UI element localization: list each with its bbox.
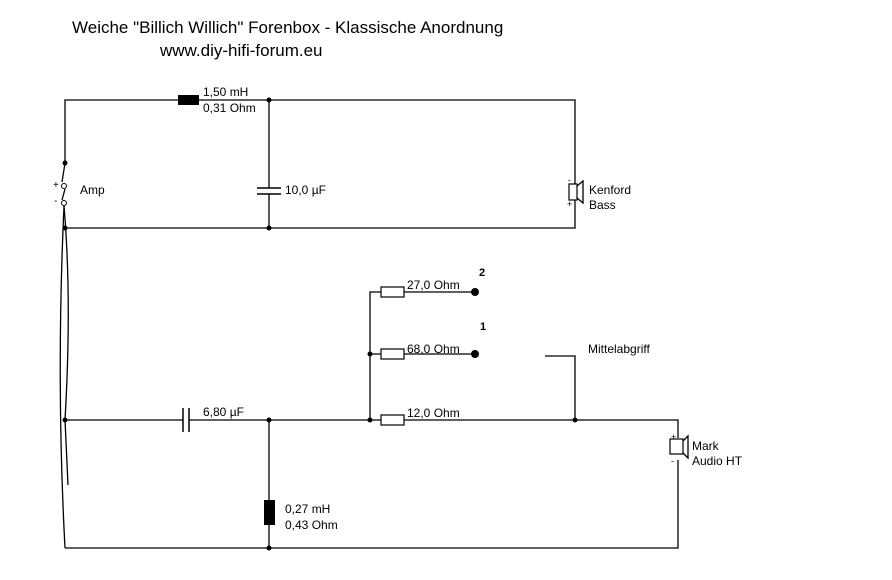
tap-2-label: 2 bbox=[479, 267, 485, 279]
resistor-68-ohm bbox=[380, 348, 405, 360]
resistor-27-ohm bbox=[380, 286, 405, 298]
diagram-subtitle: www.diy-hifi-forum.eu bbox=[159, 41, 323, 60]
bass-capacitor bbox=[257, 187, 281, 195]
bass-speaker-label-2: Bass bbox=[589, 198, 616, 212]
node bbox=[266, 417, 272, 423]
tweeter-speaker-plus: + bbox=[671, 432, 676, 442]
tweeter-speaker-label-1: Mark bbox=[692, 439, 720, 453]
node bbox=[266, 97, 272, 103]
resistor-12-label: 12,0 Ohm bbox=[407, 406, 460, 420]
diagram-title: Weiche "Billich Willich" Forenbox - Klas… bbox=[72, 18, 503, 37]
bass-speaker-plus: + bbox=[567, 199, 572, 209]
bass-inductor bbox=[178, 95, 199, 105]
center-tap-label: Mittelabgriff bbox=[588, 342, 650, 356]
amp-minus: - bbox=[54, 196, 57, 207]
tap-1-label: 1 bbox=[480, 321, 486, 333]
tweeter-speaker-minus: - bbox=[671, 456, 674, 466]
amp-label: Amp bbox=[80, 183, 105, 197]
node bbox=[266, 225, 272, 231]
bass-speaker-minus: - bbox=[568, 175, 571, 185]
node bbox=[367, 351, 373, 357]
node bbox=[572, 417, 578, 423]
bass-wires bbox=[64, 99, 576, 229]
tweeter-inductor bbox=[264, 500, 275, 525]
node bbox=[367, 417, 373, 423]
bass-inductor-value: 1,50 mH bbox=[203, 85, 248, 99]
node bbox=[62, 417, 68, 423]
tap-1-terminal bbox=[471, 350, 479, 358]
bass-speaker-icon bbox=[568, 179, 584, 205]
bass-inductor-resistance: 0,31 Ohm bbox=[203, 101, 256, 115]
tweeter-inductor-resistance: 0,43 Ohm bbox=[285, 518, 338, 532]
tweeter-capacitor-value: 6,80 µF bbox=[203, 405, 244, 419]
tweeter-inductor-value: 0,27 mH bbox=[285, 502, 330, 516]
bass-speaker-label-1: Kenford bbox=[589, 183, 631, 197]
bass-capacitor-value: 10,0 µF bbox=[285, 183, 326, 197]
node bbox=[266, 545, 272, 551]
tweeter-capacitor bbox=[182, 408, 190, 432]
tap-2-terminal bbox=[471, 288, 479, 296]
amp-plus: + bbox=[53, 180, 59, 191]
resistor-68-label: 68,0 Ohm bbox=[407, 342, 460, 356]
tweeter-speaker-label-2: Audio HT bbox=[692, 454, 743, 468]
resistor-27-label: 27,0 Ohm bbox=[407, 278, 460, 292]
resistor-12-ohm bbox=[380, 414, 405, 426]
tweeter-speaker-icon bbox=[669, 434, 689, 460]
amp-terminals bbox=[59, 162, 69, 549]
